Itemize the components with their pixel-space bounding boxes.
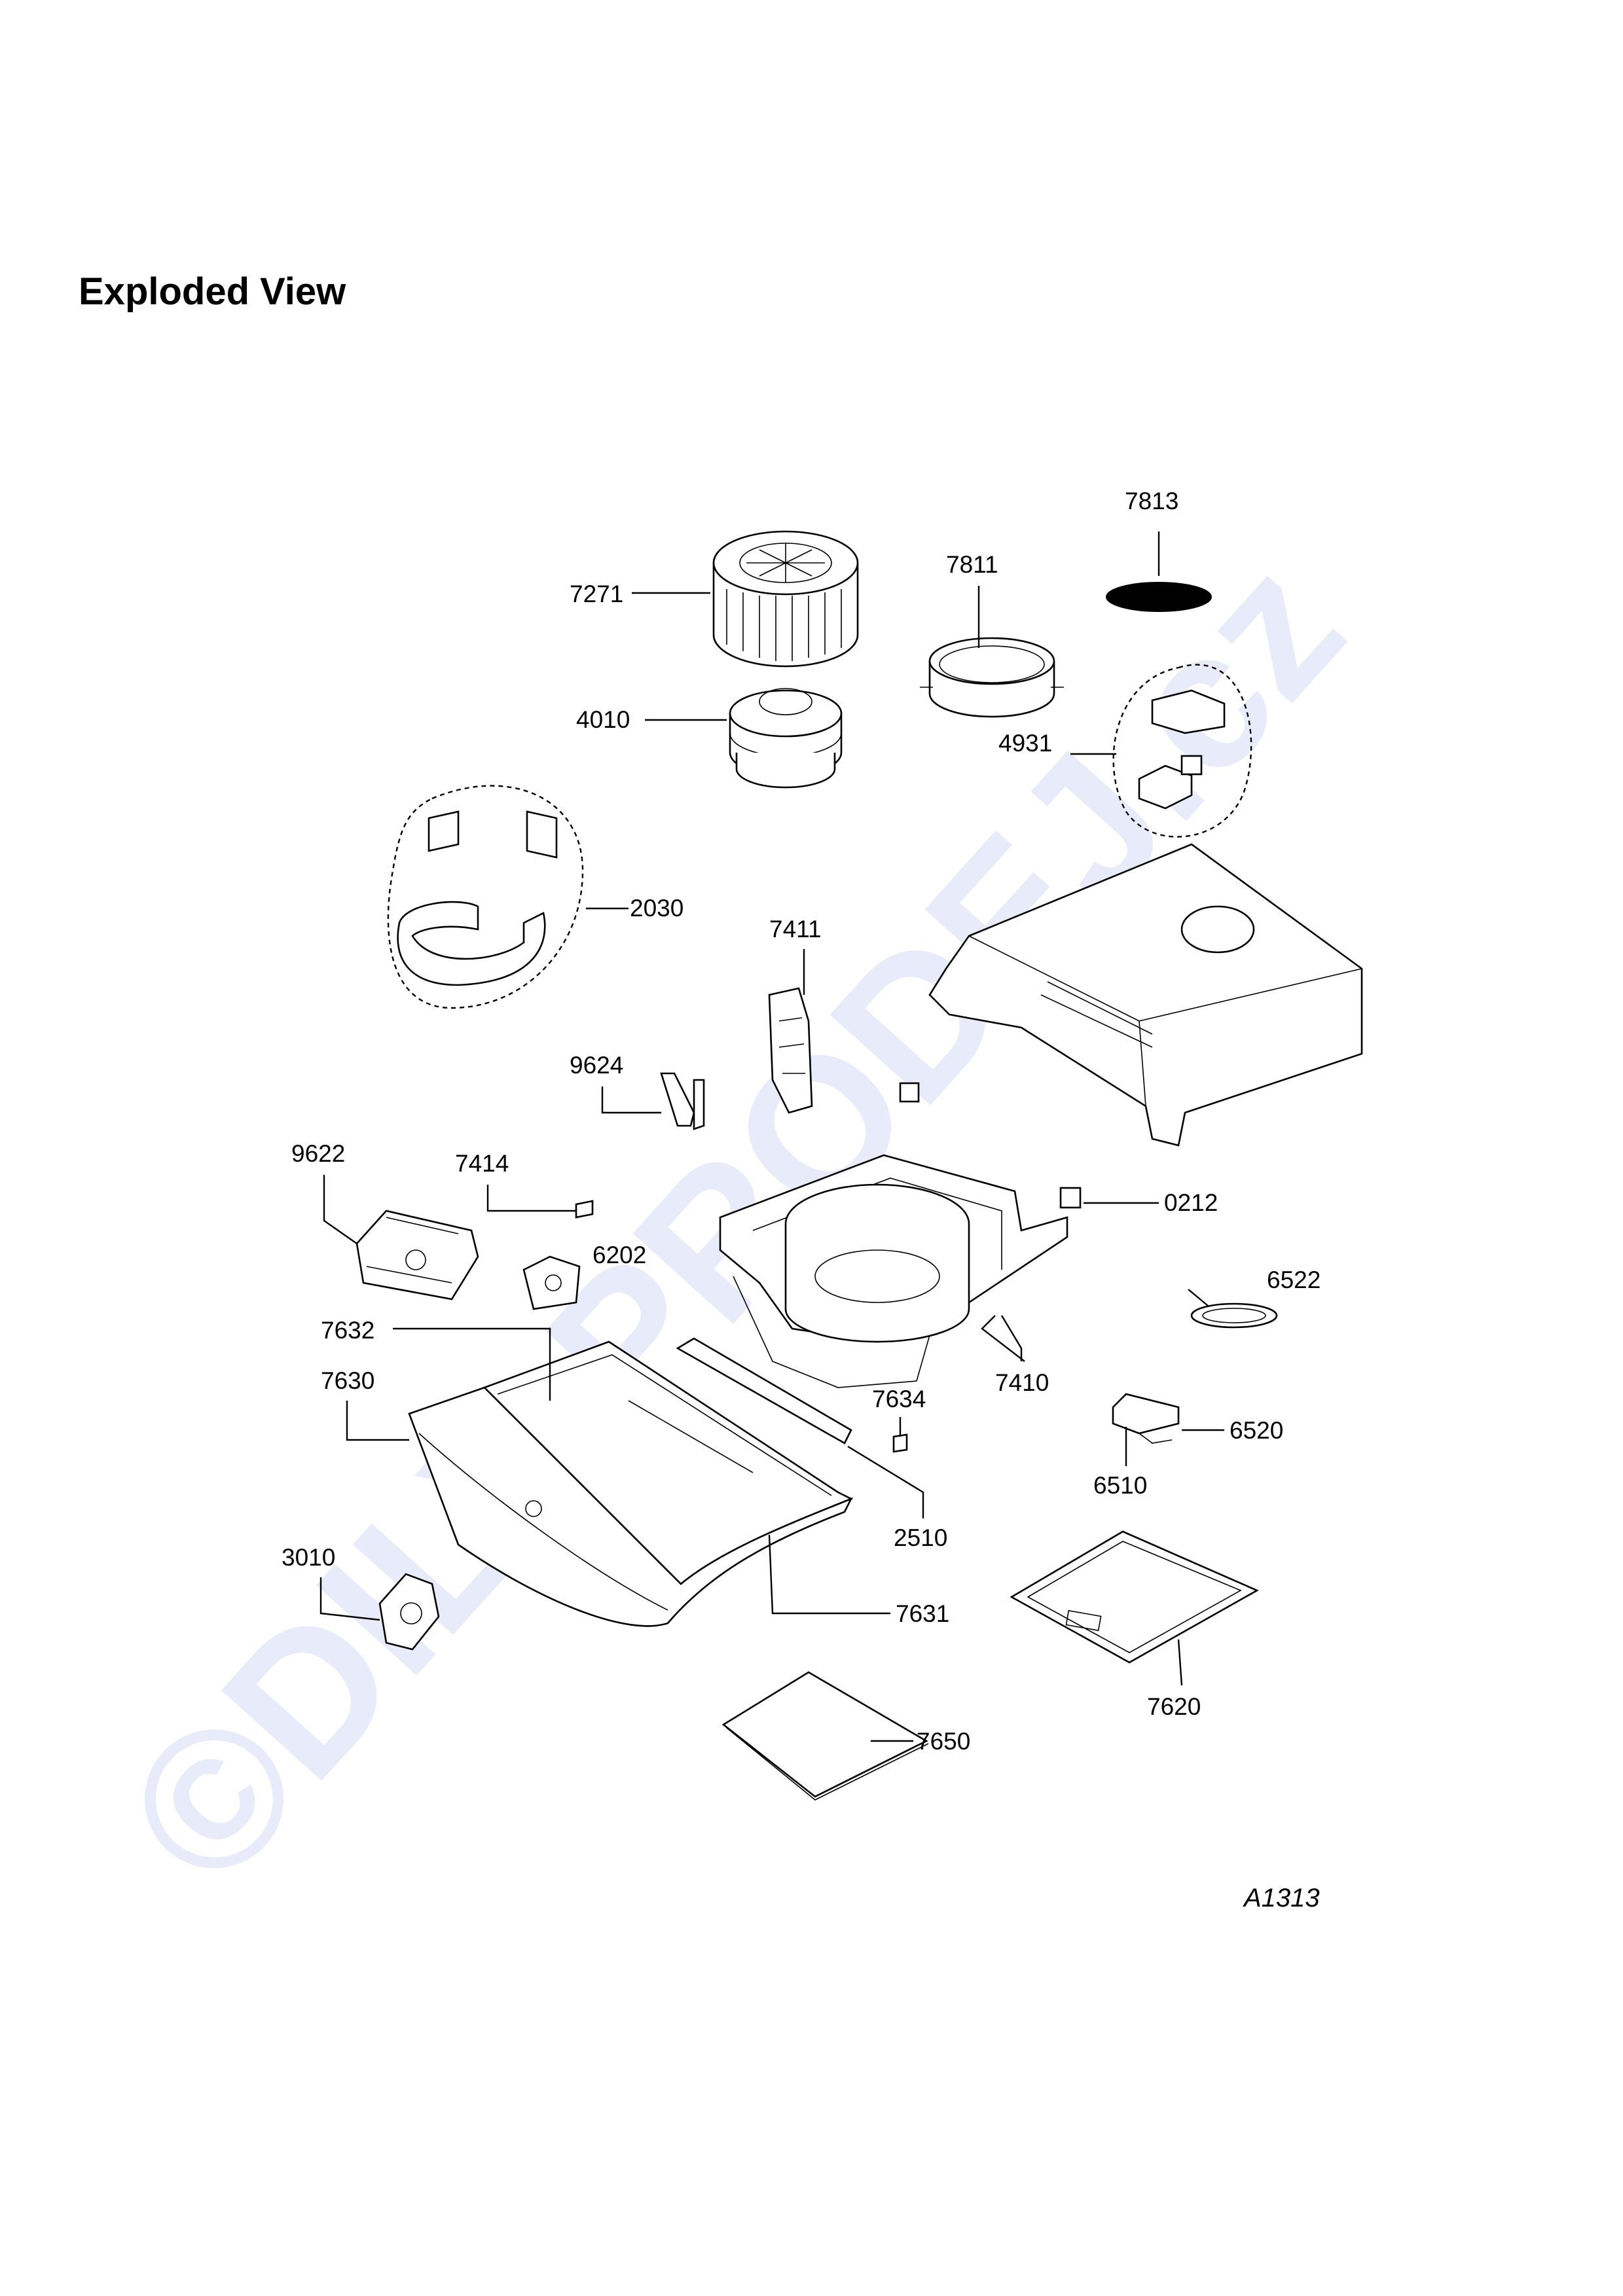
label-2030: 2030 [630, 895, 684, 922]
part-6520-lamp-holder [1112, 1393, 1180, 1444]
part-4010-motor [729, 688, 843, 789]
label-9622: 9622 [291, 1140, 345, 1167]
part-7271-blower-wheel [712, 530, 859, 668]
label-7410: 7410 [995, 1369, 1049, 1396]
part-9624-latch [660, 1072, 705, 1130]
part-hood-housing [899, 843, 1363, 1147]
part-0212-clip [1059, 1187, 1082, 1209]
part-6202-cover-plate [522, 1255, 581, 1310]
label-6510: 6510 [1093, 1472, 1147, 1499]
part-6522-lamp-ring [1190, 1302, 1278, 1329]
label-6520: 6520 [1230, 1417, 1283, 1444]
label-7411: 7411 [769, 916, 822, 942]
part-7650-carbon-filter [721, 1671, 929, 1801]
label-4931: 4931 [998, 730, 1052, 757]
part-2510-strip [676, 1337, 852, 1444]
label-7630: 7630 [321, 1367, 374, 1394]
part-2030-tape-group [387, 785, 584, 1009]
label-7634: 7634 [872, 1386, 926, 1412]
part-labels: 7813 7271 7811 4010 4931 2030 7411 9624 … [282, 488, 1321, 1755]
part-7811-duct-ring [920, 637, 1064, 718]
label-6522: 6522 [1267, 1266, 1321, 1293]
part-7414-screw [575, 1200, 594, 1219]
label-7813: 7813 [1125, 488, 1178, 514]
part-9622-switch-panel [356, 1210, 479, 1300]
label-7414: 7414 [455, 1150, 509, 1177]
label-2510: 2510 [894, 1524, 947, 1551]
label-3010: 3010 [282, 1544, 335, 1571]
part-7411-bracket [768, 987, 813, 1114]
part-7813-gasket [1106, 582, 1212, 612]
label-7811: 7811 [946, 551, 998, 578]
label-7650: 7650 [917, 1728, 970, 1755]
diagram-code: A1313 [1244, 1884, 1320, 1912]
label-0212: 0212 [1164, 1189, 1218, 1216]
part-7634-screw [892, 1433, 908, 1453]
label-7631: 7631 [896, 1600, 949, 1627]
part-3010-switch [378, 1573, 440, 1651]
part-7410-inner-frame [719, 1154, 1068, 1388]
label-9624: 9624 [570, 1052, 623, 1079]
page-title: Exploded View [79, 270, 346, 313]
label-6202: 6202 [593, 1242, 646, 1268]
label-7271: 7271 [570, 581, 623, 607]
part-7620-grease-filter [1010, 1530, 1259, 1664]
leader-lines [319, 531, 1224, 1742]
part-4931-clamp-group [1112, 664, 1252, 838]
label-7632: 7632 [321, 1317, 374, 1344]
part-7632-top-panel [483, 1340, 854, 1585]
label-7620: 7620 [1147, 1693, 1201, 1720]
label-4010: 4010 [576, 706, 630, 733]
